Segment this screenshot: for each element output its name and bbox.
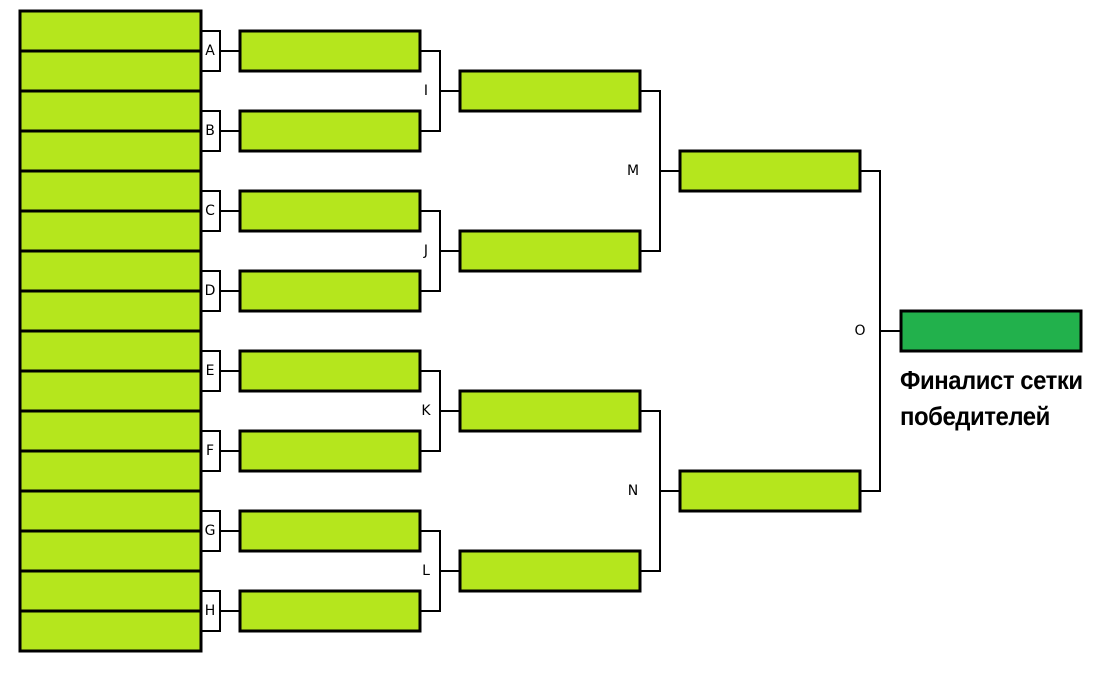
entrant-slot xyxy=(18,169,203,213)
round1-winner-slot xyxy=(238,109,422,153)
round2-winner-slot xyxy=(458,69,642,113)
round1-winner-slot xyxy=(238,429,422,473)
match-label-c: C xyxy=(205,203,215,219)
round3-winner-slot xyxy=(678,149,862,193)
match-label-d: D xyxy=(205,283,216,299)
round1-winner-slot xyxy=(238,29,422,73)
round1-winner-slot xyxy=(238,269,422,313)
round2-winner-slot xyxy=(458,229,642,273)
entrant-slot xyxy=(18,449,203,493)
match-label-k: K xyxy=(421,403,431,419)
match-labels: A B C D E F G H I J K L M N O xyxy=(205,43,866,619)
entrant-slot xyxy=(18,489,203,533)
entrant-slot xyxy=(18,329,203,373)
round2-winner-slot xyxy=(458,549,642,593)
connector-lines xyxy=(200,30,901,632)
match-label-m: M xyxy=(627,163,639,179)
entrant-slot xyxy=(18,409,203,453)
match-label-h: H xyxy=(205,603,216,619)
match-label-a: A xyxy=(205,43,215,59)
match-label-g: G xyxy=(205,523,216,539)
match-label-i: I xyxy=(424,83,428,99)
entrant-slot xyxy=(18,569,203,613)
round1-winner-slot xyxy=(238,189,422,233)
match-label-f: F xyxy=(206,443,214,459)
bracket-connector xyxy=(640,410,661,572)
bracket-slots xyxy=(18,9,1083,653)
entrant-slot xyxy=(18,49,203,93)
round1-winner-slot xyxy=(238,349,422,393)
bracket-connector xyxy=(640,90,661,252)
entrant-slot xyxy=(18,209,203,253)
entrant-slot xyxy=(18,9,203,53)
round1-winner-slot xyxy=(238,509,422,553)
match-label-j: J xyxy=(423,243,428,259)
entrant-slot xyxy=(18,129,203,173)
match-label-b: B xyxy=(205,123,215,139)
entrant-slot xyxy=(18,369,203,413)
match-label-n: N xyxy=(628,483,638,499)
entrant-slot xyxy=(18,89,203,133)
entrant-slot xyxy=(18,249,203,293)
match-label-e: E xyxy=(206,363,215,379)
entrant-slot xyxy=(18,529,203,573)
winners-bracket-finalist-caption: Финалист сетки победителей xyxy=(900,365,1083,431)
entrant-slot xyxy=(18,609,203,653)
round4-winner-slot xyxy=(899,309,1083,353)
match-label-o: O xyxy=(854,323,865,339)
entrant-slot xyxy=(18,289,203,333)
round3-winner-slot xyxy=(678,469,862,513)
match-label-l: L xyxy=(422,563,430,579)
round2-winner-slot xyxy=(458,389,642,433)
round1-winner-slot xyxy=(238,589,422,633)
